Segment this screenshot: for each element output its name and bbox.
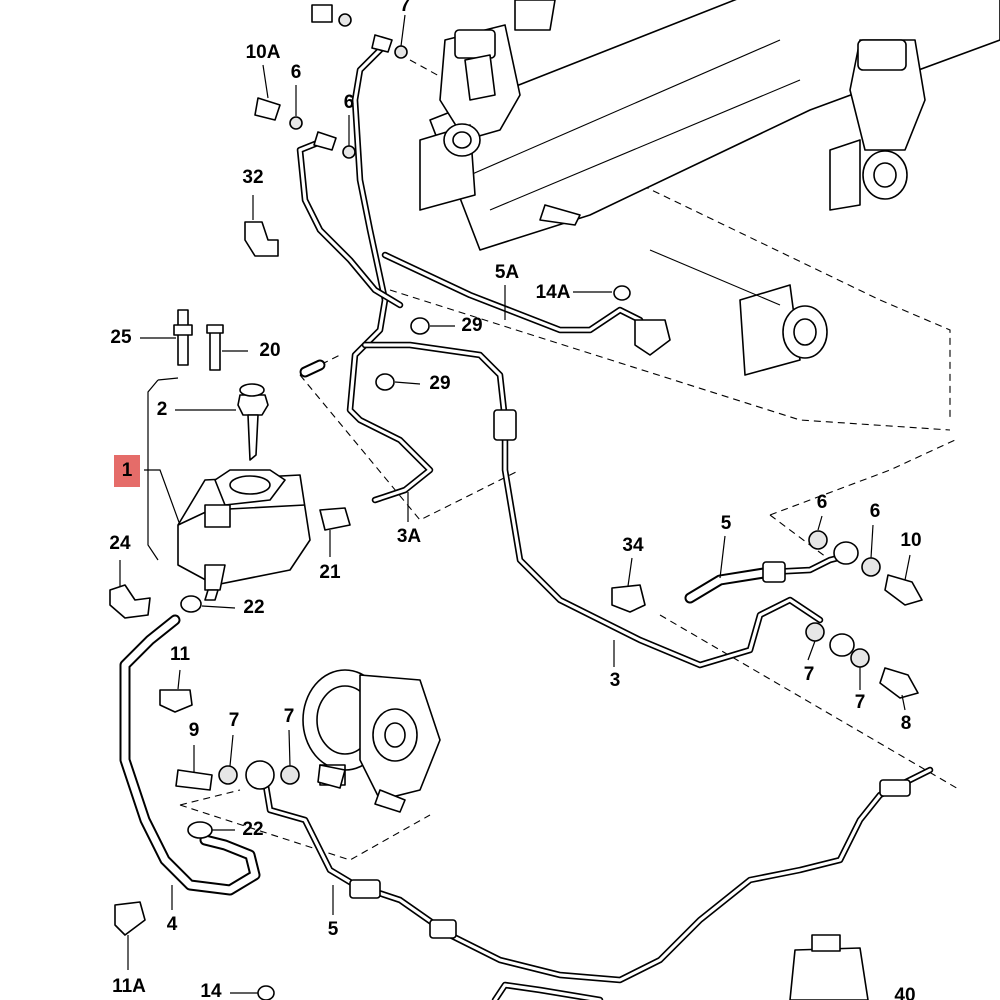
callout-labels: 7 10A 6 6 32 5A 14A 29 29 25 20 2 1 3A 2… [109, 0, 921, 1000]
callout-20: 20 [259, 340, 280, 361]
callout-29-a: 29 [461, 315, 482, 336]
callout-3A: 3A [397, 526, 422, 547]
callout-9: 9 [189, 720, 200, 741]
callout-5-right: 5 [721, 513, 732, 534]
callout-6-right-1: 6 [817, 492, 828, 513]
callout-14-bottom: 14 [200, 981, 222, 1000]
callout-21: 21 [319, 562, 341, 583]
callout-8: 8 [901, 713, 912, 734]
callout-3: 3 [610, 670, 621, 691]
callout-7-mid-2: 7 [284, 706, 295, 727]
callout-29-b: 29 [429, 373, 450, 394]
callout-7-right-2: 7 [855, 692, 866, 713]
callout-5A: 5A [495, 262, 520, 283]
steering-rack-assembly [419, 0, 1000, 376]
callout-22-a: 22 [243, 597, 264, 618]
callout-11: 11 [170, 644, 191, 665]
callout-11A: 11A [112, 976, 146, 997]
callout-14A: 14A [536, 282, 571, 303]
reservoir-assembly [177, 383, 311, 601]
callout-7-right-1: 7 [804, 664, 815, 685]
callout-6-right-2: 6 [870, 501, 881, 522]
callout-7-top: 7 [400, 0, 411, 16]
callout-10A: 10A [246, 42, 281, 63]
callout-6-b: 6 [344, 92, 355, 113]
callout-32: 32 [242, 167, 263, 188]
power-steering-pump [302, 669, 441, 813]
callout-2: 2 [157, 399, 168, 420]
dashed-outline-lines [179, 59, 961, 861]
callout-22-b: 22 [242, 819, 263, 840]
leader-lines [119, 14, 911, 994]
callout-25: 25 [110, 327, 132, 348]
callout-4: 4 [167, 914, 178, 935]
fittings [109, 4, 923, 1000]
highlight-box-part-1 [114, 455, 140, 487]
callout-40: 40 [894, 985, 915, 1000]
callout-7-mid-1: 7 [229, 710, 240, 731]
callout-1: 1 [122, 460, 133, 481]
callout-24: 24 [109, 533, 131, 554]
callout-6-a: 6 [291, 62, 302, 83]
callout-34: 34 [622, 535, 644, 556]
hoses-and-lines [119, 41, 934, 1000]
callout-10-right: 10 [900, 530, 921, 551]
callout-5-bottom: 5 [328, 919, 339, 940]
